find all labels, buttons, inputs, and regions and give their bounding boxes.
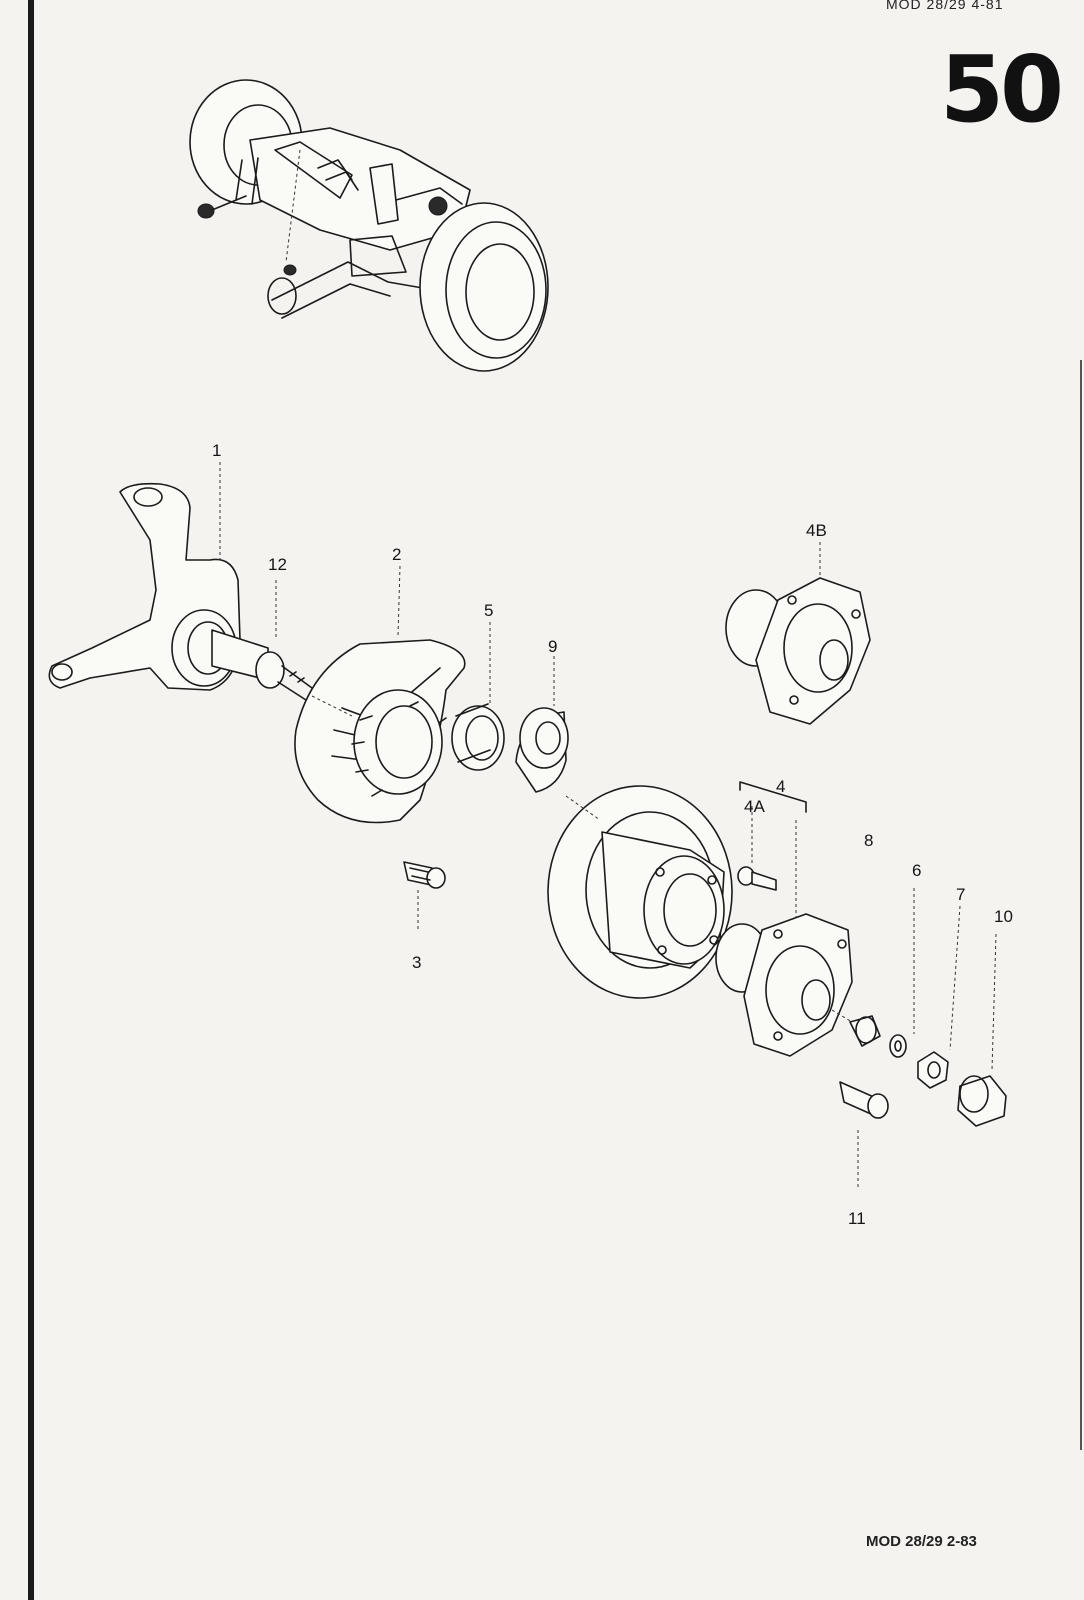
callout-12: 12 [268,555,287,574]
callout-6: 6 [912,861,921,880]
page-right-edge [1080,360,1082,1450]
page-group-number: 50 [940,36,1064,143]
callout-10: 10 [994,907,1013,926]
seal-ring-part-5 [451,703,505,771]
callout-4A: 4A [744,797,765,816]
callout-8: 8 [864,831,873,850]
callout-1: 1 [212,441,221,460]
callout-4: 4 [776,777,785,796]
wheel-hub-variant-part-4B [725,577,871,725]
page-binding-edge [28,0,34,1600]
footer-model-code: MOD 28/29 2-83 [866,1533,977,1550]
wheel-hub-part-4 [715,781,853,1057]
callout-4B: 4B [806,521,827,540]
brake-disc [547,785,733,999]
wheel-bearing-part-9 [515,707,569,793]
washer-part-6 [889,888,915,1058]
header-model-code: MOD 28/29 4-81 [886,0,1004,12]
callout-3: 3 [412,953,421,972]
callout-5: 5 [484,601,493,620]
splash-shield-part-2 [294,639,466,824]
callout-7: 7 [956,885,965,904]
callout-2: 2 [392,545,401,564]
thrust-washer-part-8 [849,1015,881,1047]
dust-cap-part-10 [957,933,1007,1127]
steering-knuckle-part-1 [48,482,313,701]
disc-bolt-part-11 [839,1081,889,1190]
shield-bolt-part-3 [403,861,446,930]
callout-11: 11 [848,1209,866,1228]
suspension-overview-illustration [189,79,549,372]
wheel-stud-part-4A [737,806,777,891]
hub-nut-part-7 [917,905,961,1089]
callout-9: 9 [548,637,557,656]
